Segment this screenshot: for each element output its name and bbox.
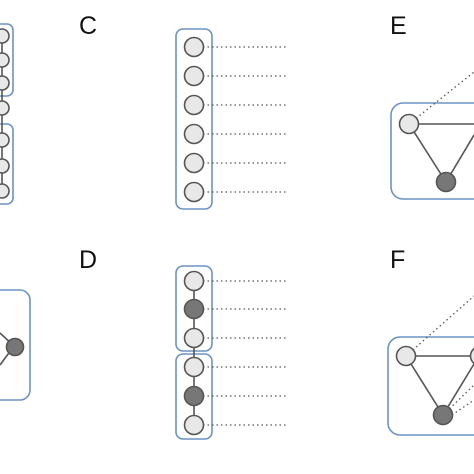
panel-c-node [183,94,205,116]
panel-d-node-light [183,414,205,436]
panel-d-node-light [183,327,205,349]
panel-f-dotted-link [451,399,474,416]
panel-b-node [0,183,10,199]
panel-c-group-box [175,28,213,210]
panel-b-node [0,28,10,44]
panel-f-node-light [395,345,417,367]
panel-c-node [183,152,205,174]
panel-label-c: C [79,12,97,40]
panel-d-node-light [183,270,205,292]
panel-d-node-dark [183,385,205,407]
panel-e-group-box [390,102,474,200]
panel-c [175,28,287,210]
panel-b-node [0,158,10,174]
panel-f [387,295,474,436]
panel-left-bottom-group-box [0,289,31,401]
panel-c-node [183,181,205,203]
panel-b-node [0,75,10,91]
panel-d [175,265,287,440]
panel-label-f: F [390,246,405,274]
panel-c-node [183,65,205,87]
panel-c-node [183,36,205,58]
panel-b-node [0,100,10,116]
panel-e-node-dark [435,171,457,193]
panel-e [390,71,474,200]
panel-left-bottom-node-dark [5,337,25,357]
panel-f-group-box [387,336,474,436]
panel-d-node-dark [183,298,205,320]
panel-label-d: D [79,246,97,274]
panel-c-node [183,123,205,145]
panel-f-dotted-link [405,295,474,357]
panel-left-bottom-fragment [0,289,31,401]
panel-label-e: E [390,12,407,40]
panel-f-node-dark [432,404,454,426]
panel-e-dotted-link [408,71,474,125]
panel-d-node-light [183,356,205,378]
panel-b-group-box-bottom [0,123,14,205]
panel-e-edge [408,123,447,183]
panel-f-edge [405,355,444,416]
panel-f-node-light-cropped [469,347,474,365]
panel-b-node [0,132,10,148]
panel-e-node-light [398,113,420,135]
panel-b-group-box-top [0,23,14,97]
panel-b-node [0,52,10,68]
panel-b-fragment [0,23,14,205]
